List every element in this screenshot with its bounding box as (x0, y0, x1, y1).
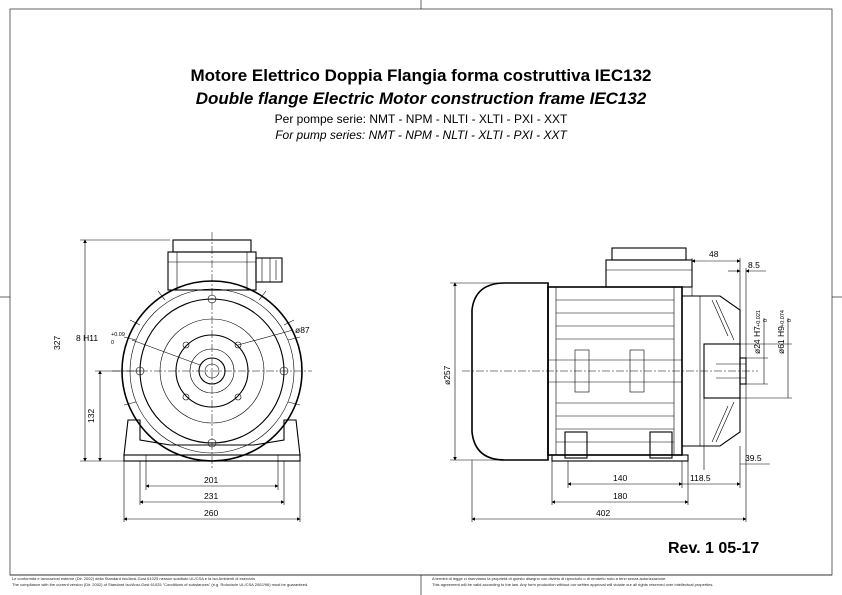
pump-series-italian: Per pompe serie: NMT - NPM - NLTI - XLTI… (274, 112, 568, 126)
pump-series-english: For pump series: NMT - NPM - NLTI - XLTI… (275, 128, 567, 142)
dim-keyway-8h11: 8 H11 (76, 333, 98, 343)
dim-shaft-dia-24h7: ø24 H7 (752, 326, 762, 354)
dim-height-327: 327 (52, 336, 62, 350)
dim-402: 402 (596, 508, 610, 518)
dim-spigot-dia-61h9: ø61 H9 (776, 326, 786, 354)
footer-right-line2: This agreement will be valid according t… (432, 582, 714, 587)
dim-8-5: 8.5 (748, 260, 760, 270)
footer-left-line1: Le conformità e lavorazioni esterne (Dir… (12, 576, 256, 581)
dim-48: 48 (709, 249, 719, 259)
dim-keyway-tol-lower: 0 (111, 340, 114, 346)
dim-201: 201 (204, 475, 218, 485)
dim-spigot-tol-upper: +0.074 (780, 310, 786, 327)
dim-flange-dia-87: ø87 (295, 325, 310, 335)
title-english: Double flange Electric Motor constructio… (195, 89, 647, 108)
title-italian: Motore Elettrico Doppia Flangia forma co… (190, 66, 652, 85)
dim-shaft-tol-upper: +0.021 (756, 310, 762, 327)
dim-body-dia-257: ø257 (442, 365, 452, 385)
side-view (450, 247, 792, 522)
dim-shaft-tol-lower: 0 (763, 319, 769, 322)
dim-231: 231 (204, 491, 218, 501)
dim-shaft-height-132: 132 (86, 409, 96, 423)
dim-keyway-tol-upper: +0.09 (111, 332, 125, 338)
footer-right-line1: A termini di legge ci riserviamo la prop… (432, 576, 667, 581)
revision-label: Rev. 1 05-17 (668, 540, 760, 557)
dim-118-5: 118.5 (690, 473, 711, 483)
dim-39-5: 39.5 (745, 453, 762, 463)
dim-260: 260 (204, 508, 218, 518)
front-view (80, 232, 312, 522)
dim-spigot-tol-lower: 0 (787, 319, 793, 322)
dim-140: 140 (613, 473, 627, 483)
footer-left-line2: The compliance with the current version … (12, 582, 309, 587)
dim-180: 180 (613, 491, 627, 501)
